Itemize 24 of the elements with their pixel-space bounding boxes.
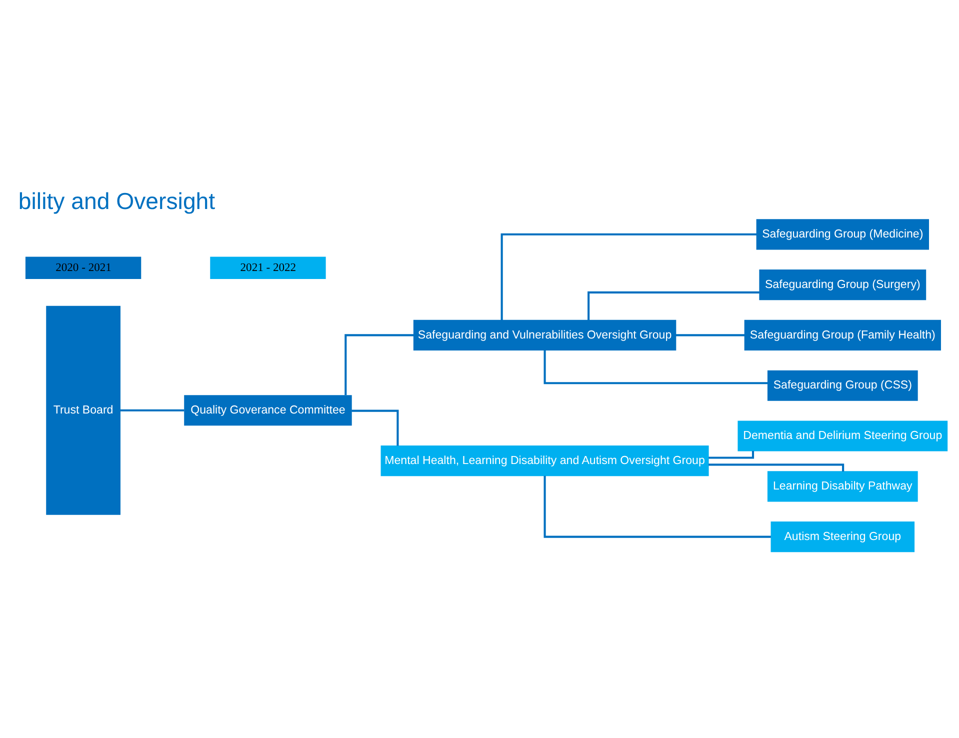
node-box: Autism Steering Group	[770, 521, 915, 552]
connector	[708, 450, 754, 458]
node-box: Safeguarding Group (CSS)	[767, 370, 918, 400]
connector	[544, 350, 768, 384]
legend-label: 2020 - 2021	[56, 260, 112, 274]
node-box: Safeguarding Group (Medicine)	[756, 218, 929, 250]
connector	[544, 475, 771, 538]
connector	[344, 334, 414, 395]
node-box: Trust Board	[46, 305, 120, 514]
node-box: Dementia and Delirium Steering Group	[738, 420, 948, 451]
node-box: Learning Disabilty Pathway	[767, 470, 918, 502]
legend-label: 2021 - 2022	[240, 260, 296, 274]
connector	[588, 290, 760, 320]
node-box: Mental Health, Learning Disability and Autism Oversight Group	[380, 445, 709, 476]
connector	[676, 334, 745, 336]
connector	[708, 463, 844, 472]
node-box: Safeguarding and Vulnerabilities Oversight Group	[413, 319, 676, 350]
diagram-title: bility and Oversight	[18, 188, 216, 214]
connector	[352, 409, 399, 446]
node-box: Quality Goverance Committee	[184, 394, 352, 426]
connector	[500, 232, 757, 320]
node-box: Safeguarding Group (Surgery)	[759, 269, 926, 300]
node-box: Safeguarding Group (Family Health)	[744, 319, 941, 350]
connector	[120, 408, 184, 411]
